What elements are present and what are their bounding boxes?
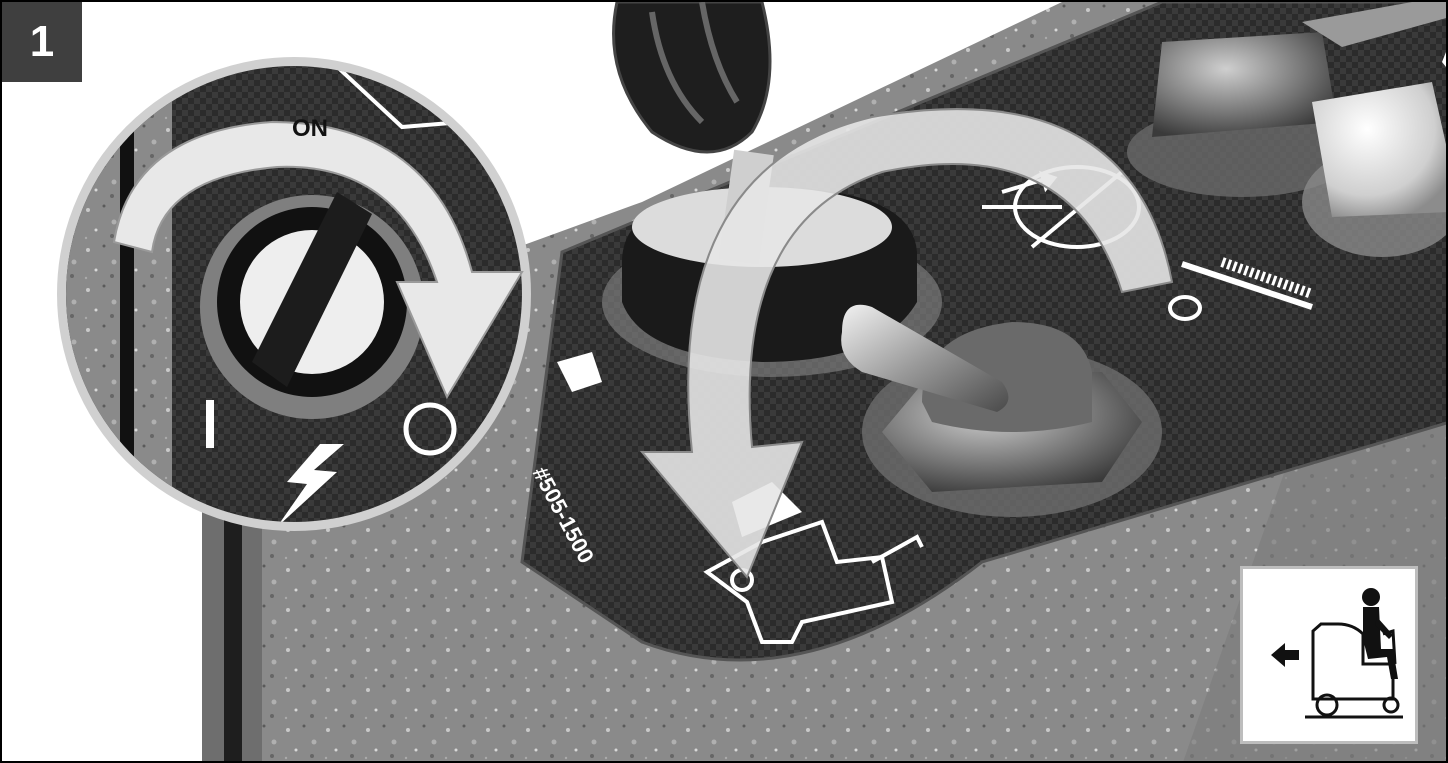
operator-inset bbox=[1240, 566, 1418, 744]
on-symbol bbox=[206, 400, 214, 448]
arrow-left-icon bbox=[1271, 643, 1299, 667]
operator-seated-on-machine-icon bbox=[1243, 569, 1415, 741]
on-label: ON bbox=[292, 115, 328, 142]
step-number-badge: 1 bbox=[2, 2, 82, 82]
